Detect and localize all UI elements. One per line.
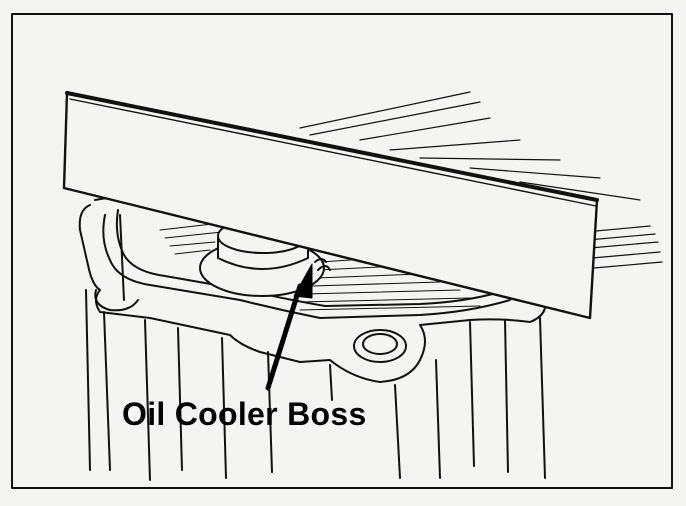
straightedge-bar [62, 91, 599, 320]
figure-border [11, 13, 673, 489]
arrow-icon [265, 263, 313, 391]
background-fins [299, 91, 663, 269]
callout-label: Oil Cooler Boss [122, 396, 367, 432]
